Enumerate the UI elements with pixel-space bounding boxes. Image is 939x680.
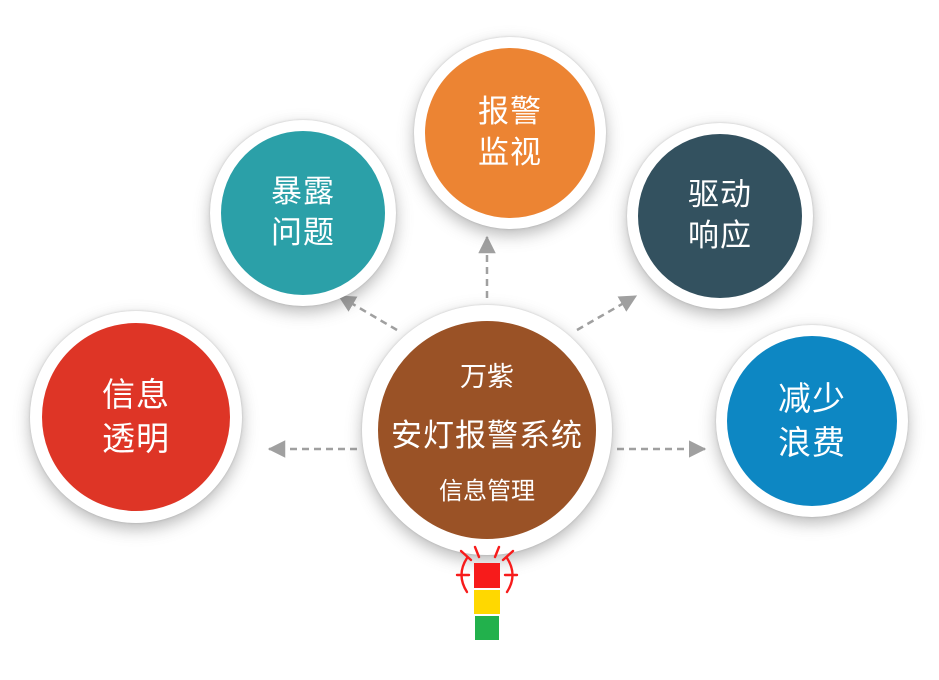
node-drive-response: 驱动 响应 [627, 123, 813, 309]
center-title-line3: 信息管理 [439, 476, 535, 505]
node-expose-problems: 暴露 问题 [210, 120, 396, 306]
node-label-expose-problems: 暴露 问题 [271, 174, 335, 251]
center-title-line1: 万紫 [460, 361, 514, 393]
node-label-reduce-waste: 减少 浪费 [778, 379, 846, 462]
node-label-alarm-monitoring: 报警 监视 [478, 94, 542, 171]
andon-red-light [474, 563, 500, 588]
node-reduce-waste: 减少 浪费 [716, 325, 908, 517]
node-center-system: 万紫 安灯报警系统 信息管理 [362, 305, 612, 555]
node-alarm-monitoring: 报警 监视 [414, 37, 606, 229]
node-label-info-transparency: 信息 透明 [102, 375, 170, 458]
center-title-line2: 安灯报警系统 [391, 417, 583, 454]
andon-light-tower-icon [455, 545, 519, 640]
node-label-drive-response: 驱动 响应 [688, 177, 752, 254]
node-info-transparency: 信息 透明 [30, 311, 242, 523]
andon-yellow-light [474, 590, 500, 614]
arrow-to-expose-problems [337, 294, 398, 332]
andon-green-light [475, 616, 499, 640]
arrow-to-drive-response [576, 294, 638, 332]
